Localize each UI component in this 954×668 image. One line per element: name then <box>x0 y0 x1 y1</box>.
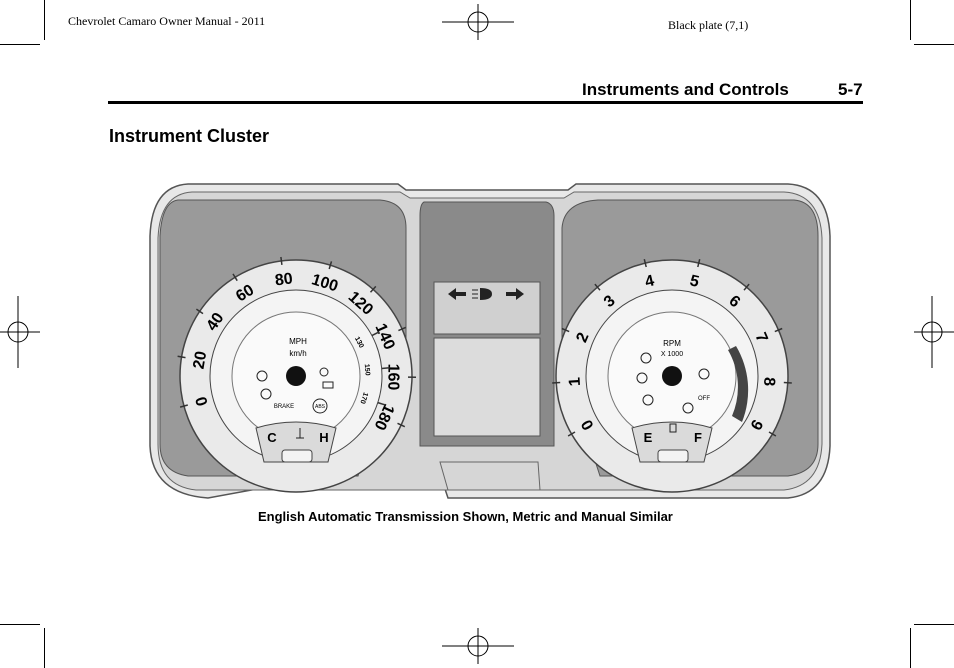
high-beam-icon <box>472 288 492 300</box>
speedometer-label-0: 0 <box>193 395 212 408</box>
turn-signal-left-icon <box>448 288 466 300</box>
tachometer-label-5: 5 <box>688 272 701 291</box>
tachometer-tick <box>783 381 792 384</box>
tachometer-tick <box>768 431 777 437</box>
speedometer-tick <box>397 422 406 428</box>
crop-mark <box>44 0 45 40</box>
temperature-low-label: C <box>267 430 277 445</box>
speedometer-unit-primary: MPH <box>289 337 307 346</box>
coolant-temp-icon <box>296 428 304 439</box>
traction-off-label: OFF <box>698 396 710 402</box>
tachometer-tick <box>743 283 750 291</box>
abs-icon <box>312 398 328 414</box>
brake-system-icon <box>260 388 272 400</box>
crop-mark <box>44 628 45 668</box>
speedometer-label-160: 160 <box>384 364 401 391</box>
temperature-gauge <box>255 421 337 463</box>
speedometer-tick <box>195 308 204 315</box>
speedometer-kmh-tick <box>377 401 386 406</box>
crop-mark <box>0 624 40 625</box>
registration-mark <box>914 296 954 368</box>
speedometer-kmh-tick <box>381 367 390 370</box>
tachometer-label-8: 8 <box>760 377 777 387</box>
fuel-gauge <box>631 421 713 463</box>
fuel-empty-label: E <box>644 430 653 445</box>
security-icon <box>640 352 652 364</box>
turn-signal-right-icon <box>506 288 524 300</box>
tachometer-tick <box>774 327 783 333</box>
registration-mark <box>442 4 514 40</box>
speedometer-needle-hub <box>286 366 306 386</box>
tachometer-tick <box>561 327 570 333</box>
speedometer-kmh-label-130: 130 <box>353 336 365 350</box>
section-title: Instruments and Controls <box>582 80 789 99</box>
speedometer-tick <box>398 326 407 332</box>
redline-zone <box>728 346 749 422</box>
speedometer-tick <box>232 273 238 282</box>
fuel-pump-icon <box>669 423 677 433</box>
stability-control-icon <box>698 368 710 380</box>
crop-mark <box>910 628 911 668</box>
header-rule <box>108 101 863 104</box>
fog-lamp-icon <box>636 372 648 384</box>
speedometer-tick <box>369 285 377 293</box>
speedometer-tick <box>280 256 283 265</box>
speedometer-label-20: 20 <box>191 350 211 370</box>
speedometer-kmh-tick <box>371 331 380 337</box>
tachometer-unit: RPM <box>663 339 681 348</box>
page-number: 5-7 <box>838 80 863 99</box>
crop-mark <box>914 624 954 625</box>
fuel-full-label: F <box>694 430 702 445</box>
oil-pressure-icon <box>319 367 329 377</box>
speedometer-label-60: 60 <box>233 282 257 306</box>
speedometer-kmh-label-150: 150 <box>363 364 371 376</box>
speedometer-unit-secondary: km/h <box>289 349 306 358</box>
manual-title: Chevrolet Camaro Owner Manual - 2011 <box>68 14 266 28</box>
driver-info-display <box>433 337 541 437</box>
parking-brake-icon <box>682 402 694 414</box>
crop-mark <box>910 0 911 40</box>
tachometer-label-1: 1 <box>567 377 584 387</box>
speedometer-tick <box>328 261 333 270</box>
crop-mark <box>914 44 954 45</box>
brake-warning-label: BRAKE <box>274 404 294 410</box>
temperature-high-label: H <box>319 430 328 445</box>
registration-mark <box>0 296 40 368</box>
page-heading: Instrument Cluster <box>109 126 270 146</box>
speedometer-label-80: 80 <box>274 270 294 289</box>
check-engine-icon <box>256 370 268 382</box>
tachometer-needle-hub <box>662 366 682 386</box>
tachometer-multiplier: X 1000 <box>661 351 683 358</box>
speedometer-tick <box>179 404 188 408</box>
tachometer-tick <box>567 431 576 437</box>
figure-caption: English Automatic Transmission Shown, Me… <box>258 509 673 524</box>
plate-label: Black plate (7,1) <box>668 18 749 32</box>
tachometer-label-4: 4 <box>643 272 656 291</box>
tachometer-tick <box>643 259 647 268</box>
crop-mark <box>0 44 40 45</box>
tachometer-tick <box>697 259 701 268</box>
cruise-control-icon <box>642 394 654 406</box>
registration-mark <box>442 628 514 664</box>
speedometer-tick <box>177 355 186 359</box>
speedometer-kmh-label-170: 170 <box>358 391 368 404</box>
tachometer-tick <box>594 283 601 291</box>
battery-icon <box>322 381 334 389</box>
tachometer-tick <box>552 381 561 384</box>
abs-label: ABS <box>315 404 326 410</box>
